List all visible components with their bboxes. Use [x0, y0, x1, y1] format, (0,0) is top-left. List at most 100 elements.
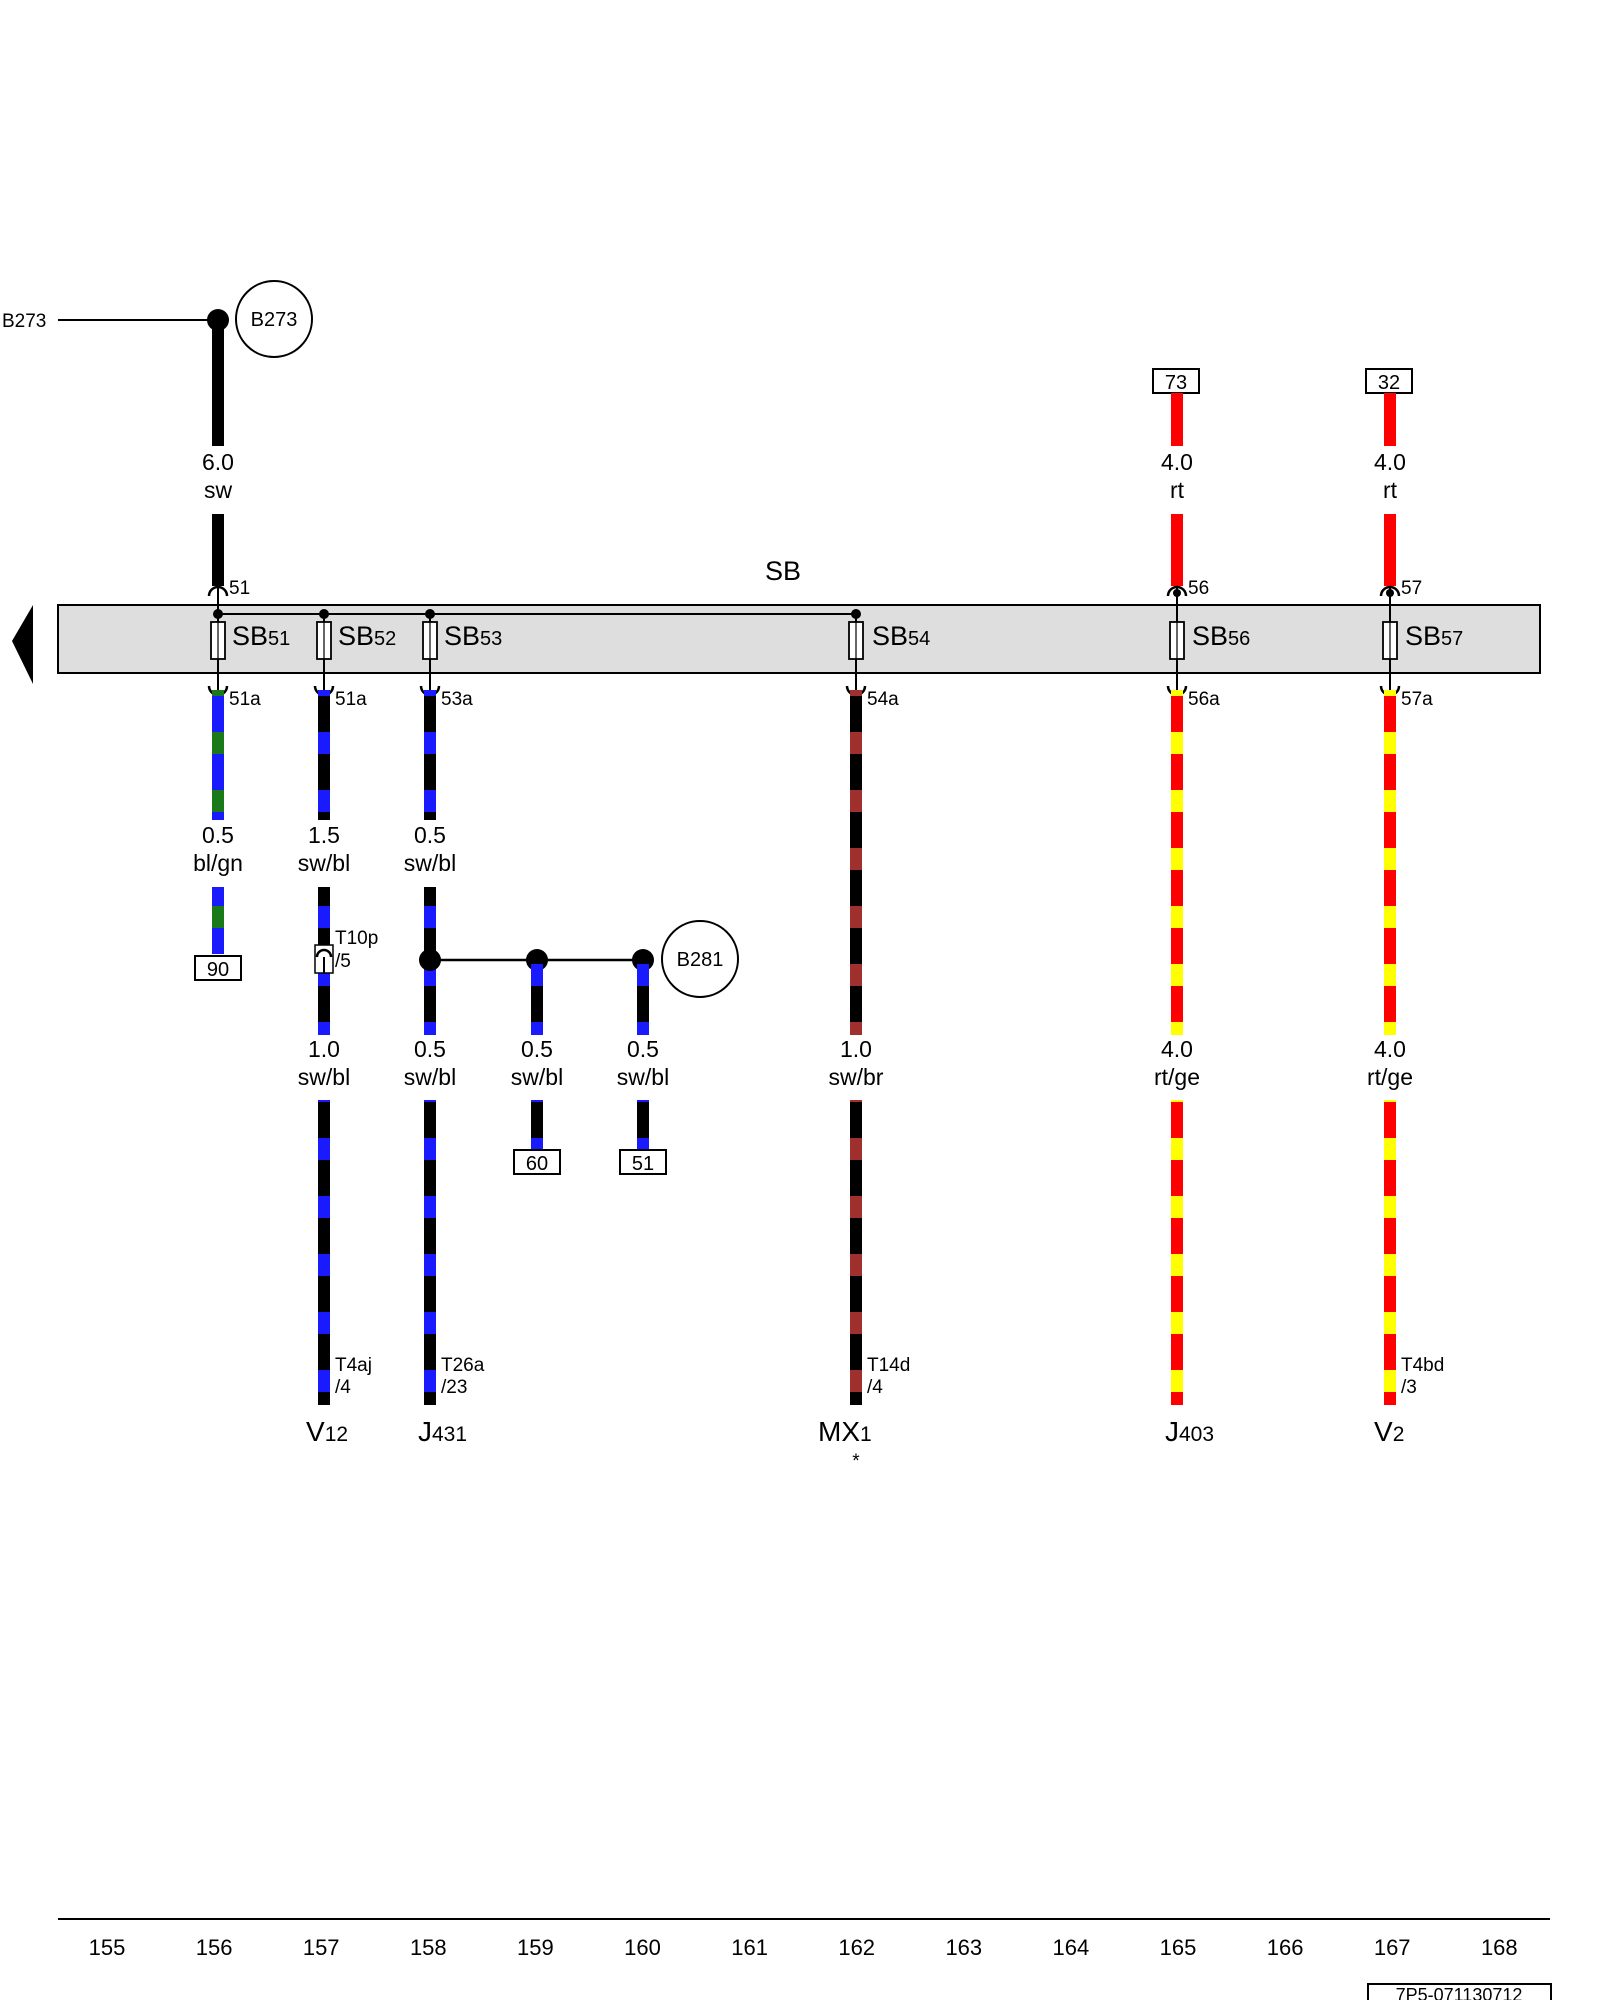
wire-segment	[850, 690, 862, 1035]
branch-b281: B281 0.5 sw/bl 60 0.5 sw/bl 51	[419, 920, 739, 1175]
output-wire-sb51: 0.5 bl/gn 90	[193, 690, 243, 981]
fuse-pin-out: 51a	[229, 689, 261, 710]
wire-segment	[531, 960, 543, 1035]
component-label-j403: J403	[1165, 1416, 1214, 1447]
axis-tick-label: 162	[838, 1935, 875, 1960]
axis-tick-label: 159	[517, 1935, 554, 1960]
terminal-label: T14d	[867, 1355, 910, 1376]
wire-segment	[424, 1100, 436, 1405]
wire-color-label: rt/ge	[1154, 1064, 1200, 1090]
terminal-pin-label: /3	[1401, 1377, 1417, 1398]
wire-color-label: rt	[1383, 477, 1398, 503]
axis-tick-label: 167	[1374, 1935, 1411, 1960]
fuse-pin-in: 57	[1401, 578, 1422, 599]
wire-segment	[1171, 1100, 1183, 1405]
wire-color-label: rt	[1170, 477, 1185, 503]
busbar-label: SB	[765, 556, 801, 586]
wire-color-label: sw/bl	[298, 850, 350, 876]
target-box-label: 90	[207, 959, 229, 981]
axis-tick-label: 168	[1481, 1935, 1518, 1960]
output-wires: 0.5 bl/gn 90 1.5 sw/bl T10p /5 1.0 sw/bl…	[193, 690, 1444, 1472]
wire-segment	[212, 887, 224, 954]
wire-segment	[637, 1100, 649, 1150]
component-label-v2: V2	[1374, 1416, 1404, 1447]
b281-connection-label: B281	[677, 949, 724, 971]
terminal-pin-label: /4	[867, 1377, 883, 1398]
wire-color-label: sw/bl	[511, 1064, 563, 1090]
source-box-label: 32	[1378, 372, 1400, 394]
terminal-pin-label: /4	[335, 1377, 351, 1398]
input-wire-sb57: 32 4.0 rt	[1365, 368, 1413, 586]
axis-tick-label: 157	[303, 1935, 340, 1960]
target-box-label: 60	[526, 1153, 548, 1175]
wire-size-label: 0.5	[414, 822, 446, 848]
busbar-bar	[57, 604, 1541, 674]
fuse-sb53: SB53 53a	[419, 614, 502, 710]
input-wire-sb51: 6.0 sw	[202, 320, 234, 586]
wire-size-label: 4.0	[1161, 1036, 1193, 1062]
fuse-label: SB54	[872, 621, 930, 651]
axis-tick-label: 163	[945, 1935, 982, 1960]
wire-color-label: sw/bl	[404, 1064, 456, 1090]
wire-segment	[318, 1100, 330, 1405]
terminal-label: T4aj	[335, 1355, 372, 1376]
wire-color-label: rt/ge	[1367, 1064, 1413, 1090]
wire-size-label: 6.0	[202, 449, 234, 475]
terminal-label: T26a	[441, 1355, 485, 1376]
wire-segment	[1171, 690, 1183, 1035]
wire-segment	[212, 690, 224, 820]
feed-line: B273 B273	[2, 280, 313, 358]
target-box-90	[194, 955, 242, 981]
axis-tick-label: 164	[1053, 1935, 1090, 1960]
wire-segment	[531, 1100, 543, 1150]
component-label-mx1: MX1	[818, 1416, 872, 1447]
target-box-60	[513, 1149, 561, 1175]
feed-wire-end-label: B273	[2, 311, 46, 332]
axis-tick-label: 156	[196, 1935, 233, 1960]
source-box-73	[1152, 368, 1200, 394]
fuse-sb52: SB52 51a	[313, 614, 396, 710]
wire-size-label: 4.0	[1374, 1036, 1406, 1062]
wire-size-label: 4.0	[1374, 449, 1406, 475]
wire-color-label: sw	[204, 477, 233, 503]
output-wire-sb56: 4.0 rt/ge J403	[1154, 690, 1214, 1447]
component-label-j431: J431	[418, 1416, 467, 1447]
wire-segment	[1384, 690, 1396, 1035]
fuse-label: SB52	[338, 621, 396, 651]
source-box-label: 73	[1165, 372, 1187, 394]
connector-pin-label: /5	[335, 951, 351, 972]
fuse-label: SB57	[1405, 621, 1463, 651]
target-box-51	[619, 1149, 667, 1175]
output-wire-sb57: 4.0 rt/ge T4bd /3 V2	[1367, 690, 1444, 1447]
wire-size-label: 0.5	[414, 1036, 446, 1062]
input-wire-sb56: 73 4.0 rt	[1152, 368, 1200, 586]
axis-tick-label: 161	[731, 1935, 768, 1960]
wire-size-label: 0.5	[627, 1036, 659, 1062]
connector-t10p: T10p /5	[314, 928, 378, 974]
wire-segment	[850, 1100, 862, 1405]
terminal-label: T4bd	[1401, 1355, 1444, 1376]
axis-tick-label: 160	[624, 1935, 661, 1960]
fuse-sb56: 56 SB56 56a	[1166, 578, 1250, 710]
wire-color-label: sw/bl	[298, 1064, 350, 1090]
fuse-pin-out: 53a	[441, 689, 473, 710]
axis-tick-label: 166	[1267, 1935, 1304, 1960]
continuation-arrow-icon	[12, 605, 33, 684]
b273-connection-circle	[235, 280, 313, 358]
wire-size-label: 0.5	[202, 822, 234, 848]
axis-tick-label: 165	[1160, 1935, 1197, 1960]
connector-label: T10p	[335, 928, 378, 949]
wire-size-label: 1.0	[308, 1036, 340, 1062]
wire-segment	[1171, 393, 1183, 446]
fuse-label: SB56	[1192, 621, 1250, 651]
wire-size-label: 0.5	[521, 1036, 553, 1062]
wire-segment	[212, 514, 224, 586]
fuse-sb57: 57 SB57 57a	[1379, 578, 1463, 710]
wire-segment	[1384, 514, 1396, 586]
axis-tick-label: 158	[410, 1935, 447, 1960]
wire-segment	[424, 690, 436, 820]
wire-segment	[318, 690, 330, 820]
fuse-label: SB51	[232, 621, 290, 651]
